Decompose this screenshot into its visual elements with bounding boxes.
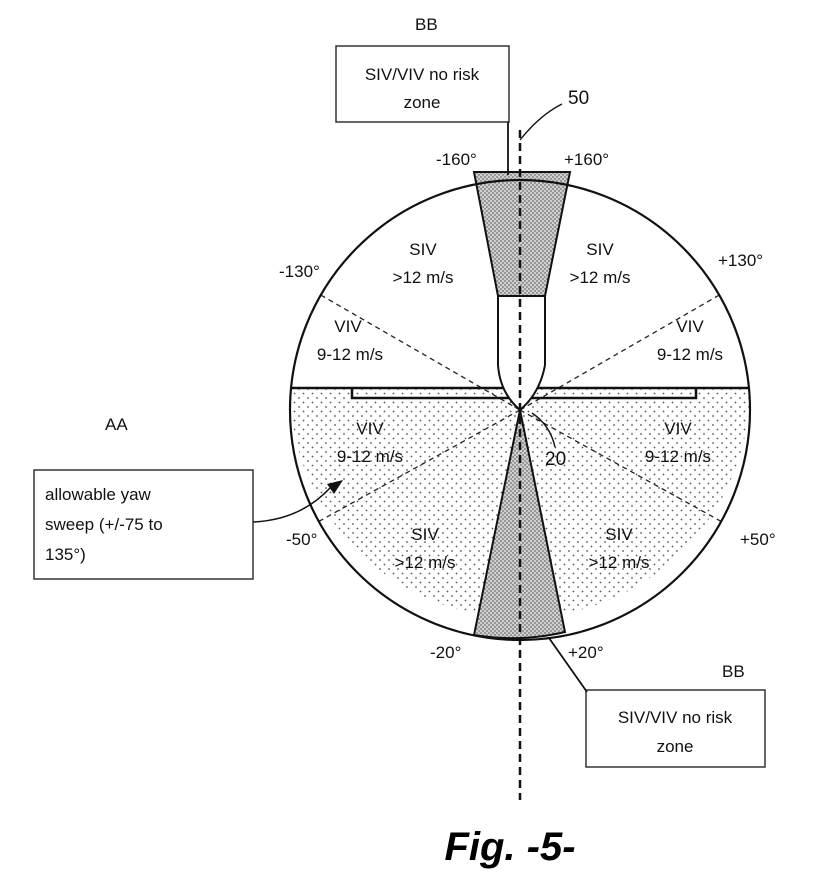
sector-siv-ll-speed: >12 m/s bbox=[395, 553, 456, 572]
angle-pos50: +50° bbox=[740, 530, 776, 549]
yaw-box-line3: 135°) bbox=[45, 545, 86, 564]
sector-viv-ur-speed: 9-12 m/s bbox=[657, 345, 723, 364]
yaw-box-line2: sweep (+/-75 to bbox=[45, 515, 163, 534]
angle-pos160: +160° bbox=[564, 150, 609, 169]
angle-pos20: +20° bbox=[568, 643, 604, 662]
ref-20-label: 20 bbox=[545, 449, 566, 470]
angle-pos130: +130° bbox=[718, 251, 763, 270]
sector-viv-ur-name: VIV bbox=[676, 317, 704, 336]
sector-siv-lr-speed: >12 m/s bbox=[589, 553, 650, 572]
ref-50-leader bbox=[520, 104, 562, 140]
figure-title: Fig. -5- bbox=[444, 825, 575, 869]
angle-neg20: -20° bbox=[430, 643, 461, 662]
top-box-line1: SIV/VIV no risk bbox=[365, 65, 480, 84]
sector-siv-ur-name: SIV bbox=[586, 240, 614, 259]
sector-viv-ll-name: VIV bbox=[356, 419, 384, 438]
ref-50-label: 50 bbox=[568, 88, 589, 109]
sector-viv-lr-name: VIV bbox=[664, 419, 692, 438]
sector-siv-ll-name: SIV bbox=[411, 525, 439, 544]
sector-viv-ul-speed: 9-12 m/s bbox=[317, 345, 383, 364]
sector-siv-lr-name: SIV bbox=[605, 525, 633, 544]
aa-label: AA bbox=[105, 415, 128, 434]
sector-siv-ul-speed: >12 m/s bbox=[393, 268, 454, 287]
bottom-box-line1: SIV/VIV no risk bbox=[618, 708, 733, 727]
no-risk-sector-top bbox=[474, 172, 570, 296]
angle-neg160: -160° bbox=[436, 150, 477, 169]
bottom-box-line2: zone bbox=[657, 737, 694, 756]
sector-siv-ul-name: SIV bbox=[409, 240, 437, 259]
top-box-line2: zone bbox=[404, 93, 441, 112]
sector-viv-ll-speed: 9-12 m/s bbox=[337, 447, 403, 466]
sector-viv-lr-speed: 9-12 m/s bbox=[645, 447, 711, 466]
yaw-box-line1: allowable yaw bbox=[45, 485, 152, 504]
sector-siv-ur-speed: >12 m/s bbox=[570, 268, 631, 287]
sector-viv-ul-name: VIV bbox=[334, 317, 362, 336]
bb-bottom-label: BB bbox=[722, 662, 745, 681]
bb-top-label: BB bbox=[415, 15, 438, 34]
angle-neg50: -50° bbox=[286, 530, 317, 549]
angle-neg130: -130° bbox=[279, 262, 320, 281]
